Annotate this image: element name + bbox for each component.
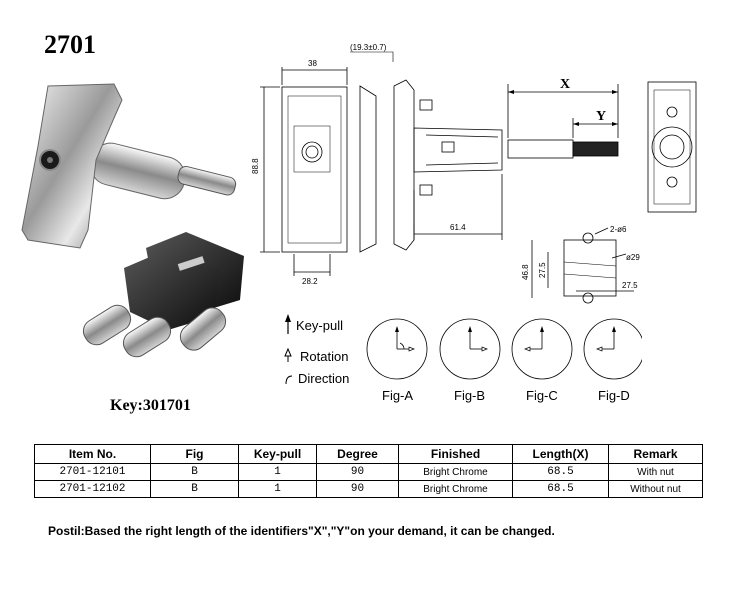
technical-drawing: 38 (19.3±0.7) 88.8 28.2 61.4 X Y 2-ø6 ø2…: [251, 43, 697, 304]
cell-key-pull: 1: [238, 480, 317, 498]
dim-y-label: Y: [596, 109, 606, 124]
dim-27-5-h: 27.5: [622, 281, 638, 290]
table-row: 2701-12101 B 1 90 Bright Chrome 68.5 Wit…: [34, 463, 703, 481]
cell-degree: 90: [316, 463, 399, 481]
cell-item-no: 2701-12101: [34, 463, 151, 481]
key-number-label: Key:301701: [110, 397, 191, 414]
dim-28-2: 28.2: [302, 277, 318, 286]
cell-finished: Bright Chrome: [398, 463, 513, 481]
dim-d29: ø29: [626, 253, 640, 262]
table-header-row: Item No. Fig Key-pull Degree Finished Le…: [34, 444, 703, 464]
model-title: 2701: [44, 30, 96, 59]
rear-view-outline: [647, 81, 697, 213]
cell-finished: Bright Chrome: [398, 480, 513, 498]
product-photo: [21, 83, 244, 358]
cell-length: 68.5: [512, 480, 609, 498]
dim-27-5-v: 27.5: [538, 262, 547, 278]
legend-rotation: Rotation: [300, 349, 348, 364]
header-key-pull: Key-pull: [238, 444, 317, 464]
fig-b-circle: [439, 318, 501, 380]
side-plate: [359, 85, 377, 253]
fig-d-circle: [583, 318, 642, 380]
dim-38: 38: [308, 59, 317, 68]
cell-key-pull: 1: [238, 463, 317, 481]
table-row: 2701-12102 B 1 90 Bright Chrome 68.5 Wit…: [34, 480, 703, 498]
header-length: Length(X): [512, 444, 609, 464]
fig-diagrams: Fig-A Fig-B Fig-C Fig-D: [366, 318, 642, 403]
fig-c-label: Fig-C: [526, 388, 558, 403]
cell-degree: 90: [316, 480, 399, 498]
rotation-legend-icon: [284, 347, 292, 362]
fig-d-label: Fig-D: [598, 388, 630, 403]
key-pull-legend-icon: [285, 314, 291, 334]
dim-88-8: 88.8: [251, 158, 260, 174]
postil-note: Postil:Based the right length of the ide…: [48, 524, 555, 538]
dim-hole: 2-ø6: [610, 225, 627, 234]
direction-legend-icon: [285, 375, 293, 385]
header-fig: Fig: [150, 444, 239, 464]
spec-table: Item No. Fig Key-pull Degree Finished Le…: [34, 444, 703, 498]
cutout-detail: [563, 239, 617, 297]
cell-fig: B: [150, 480, 239, 498]
dim-x-label: X: [560, 77, 570, 92]
cell-length: 68.5: [512, 463, 609, 481]
header-finished: Finished: [398, 444, 513, 464]
cell-remark: Without nut: [608, 480, 703, 498]
dim-46-8: 46.8: [521, 264, 530, 280]
front-view-outline: [281, 86, 348, 253]
dim-61-4: 61.4: [450, 223, 466, 232]
fig-b-label: Fig-B: [454, 388, 485, 403]
header-remark: Remark: [608, 444, 703, 464]
cell-item-no: 2701-12102: [34, 480, 151, 498]
header-degree: Degree: [316, 444, 399, 464]
cell-fig: B: [150, 463, 239, 481]
dim-19-3: (19.3±0.7): [350, 43, 387, 52]
header-item-no: Item No.: [34, 444, 151, 464]
legend-direction: Direction: [298, 371, 349, 386]
fig-c-circle: [511, 318, 573, 380]
fig-a-circle: [366, 318, 428, 380]
cell-remark: With nut: [608, 463, 703, 481]
fig-a-label: Fig-A: [382, 388, 413, 403]
legend-key-pull: Key-pull: [296, 318, 343, 333]
legend: Key-pull Rotation Direction: [284, 314, 349, 386]
